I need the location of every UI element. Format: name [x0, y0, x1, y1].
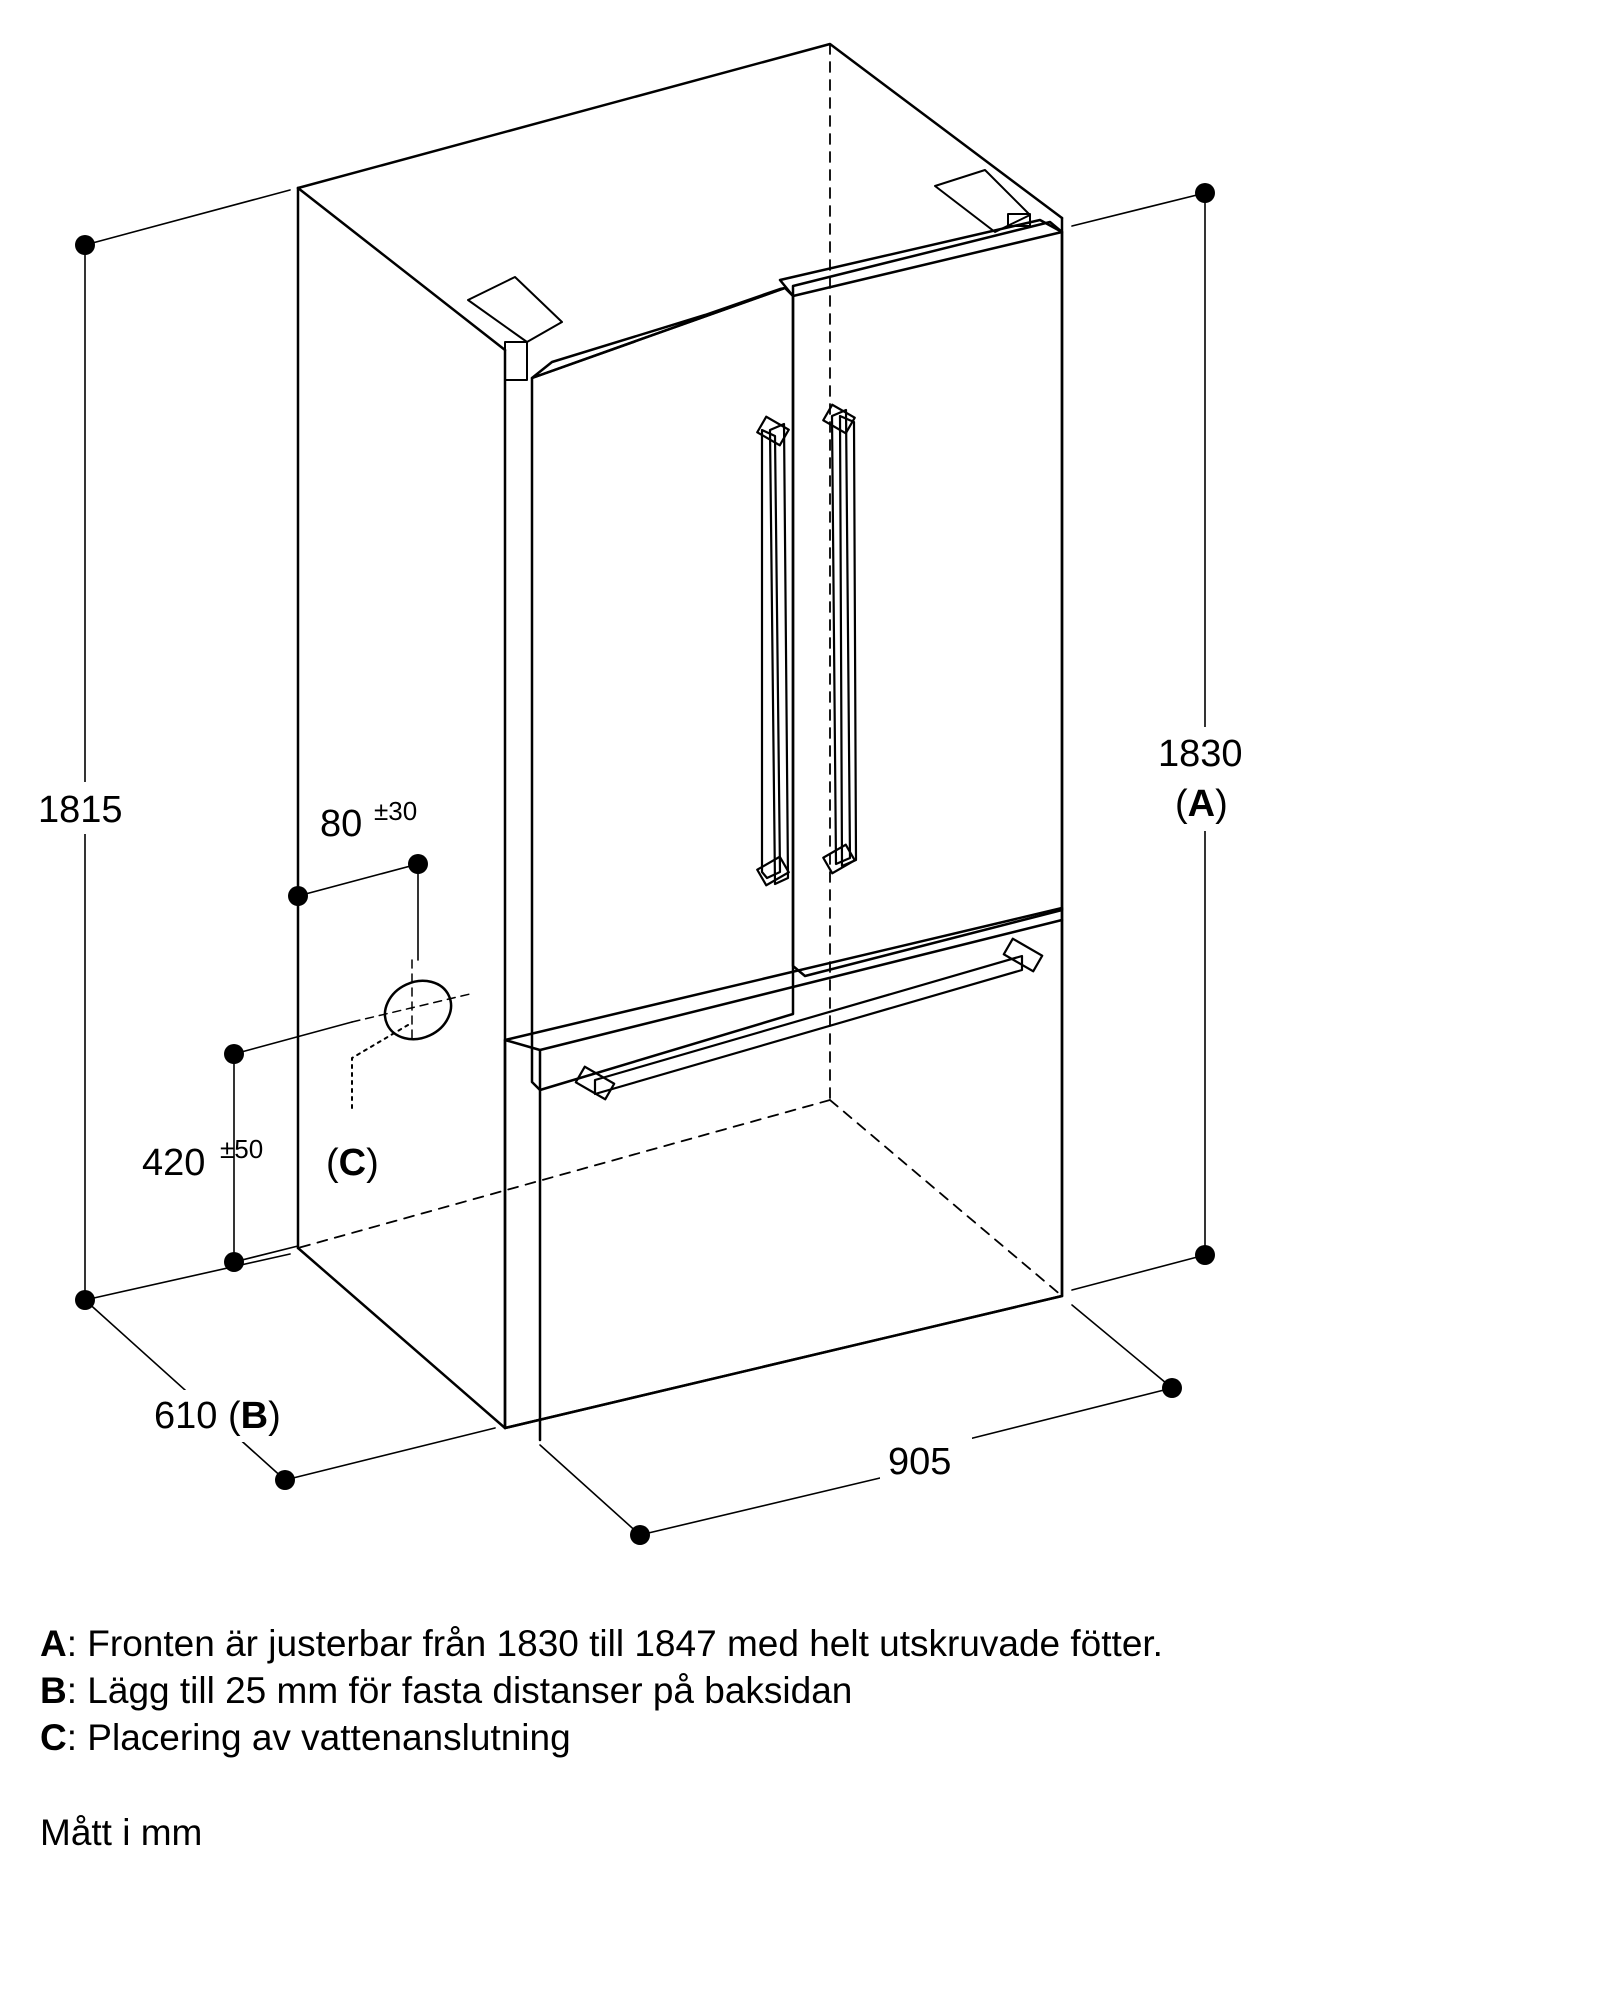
height-front-note: (A) [1175, 783, 1228, 825]
legend: A: Fronten är justerbar från 1830 till 1… [40, 1620, 1163, 1761]
legend-item-c: C: Placering av vattenanslutning [40, 1717, 571, 1758]
height-side-label: 1815 [38, 789, 123, 831]
cabinet-body [296, 42, 1064, 1430]
legend-item-a: A: Fronten är justerbar från 1830 till 1… [40, 1623, 1163, 1664]
water-height-label: 420 [142, 1142, 205, 1184]
legend-item-b: B: Lägg till 25 mm för fasta distanser p… [40, 1670, 853, 1711]
left-door [530, 286, 795, 1092]
height-front-label: 1830 [1158, 733, 1243, 775]
water-height-tolerance: ±50 [220, 1134, 263, 1164]
dimension-lines [84, 189, 1206, 1536]
refrigerator-dimension-drawing: 1815 1830 (A) 80 ±30 420 ±50 (C) 610 (B)… [38, 42, 1243, 1545]
units-note: Mått i mm [40, 1812, 203, 1853]
water-connection-symbol [351, 959, 471, 1111]
freezer-drawer [503, 906, 1064, 1442]
top-hinges [467, 169, 1031, 381]
water-connection-note: (C) [326, 1142, 379, 1184]
width-label: 905 [888, 1441, 951, 1483]
depth-label: 610 (B) [154, 1395, 281, 1437]
door-handles [574, 403, 1044, 1101]
water-offset-tolerance: ±30 [374, 796, 417, 826]
right-door [778, 218, 1064, 978]
water-offset-label: 80 [320, 803, 362, 845]
dimension-markers [75, 183, 1215, 1545]
hidden-edges [297, 43, 1063, 1297]
